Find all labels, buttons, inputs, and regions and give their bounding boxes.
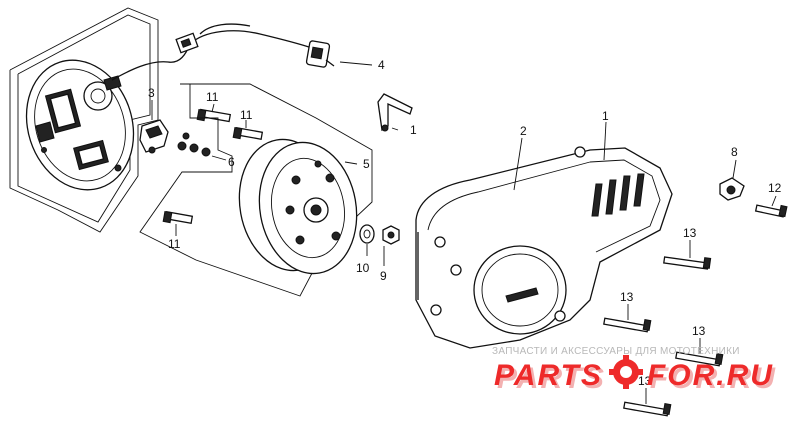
bolt-13-b	[603, 317, 652, 333]
washer	[359, 224, 375, 244]
callout-13-a: 13	[683, 226, 697, 240]
callout-3: 3	[148, 86, 155, 100]
callout-1-cover: 1	[602, 109, 609, 123]
callout-8: 8	[731, 145, 738, 159]
callout-4: 4	[378, 58, 385, 72]
pulser-coil	[139, 119, 169, 154]
stator-assembly	[25, 59, 135, 191]
screw-set	[177, 132, 211, 157]
callout-13-b: 13	[620, 290, 634, 304]
watermark: ЗАПЧАСТИ И АКСЕССУАРЫ ДЛЯ МОТОТЕХНИКИ PA…	[492, 346, 777, 395]
bolt-13-c	[675, 351, 724, 367]
cable-grommet	[719, 177, 745, 201]
callout-13-d: 13	[638, 374, 652, 388]
callout-9: 9	[380, 269, 387, 283]
callout-11-bottom: 11	[168, 237, 181, 251]
callout-11-top-right: 11	[240, 108, 253, 122]
callout-2: 2	[520, 124, 527, 138]
callout-1-upper: 1	[410, 123, 417, 137]
flywheel-nut	[382, 225, 400, 245]
watermark-caption: ЗАПЧАСТИ И АКСЕССУАРЫ ДЛЯ МОТОТЕХНИКИ	[492, 346, 740, 357]
callout-10: 10	[356, 261, 370, 275]
callout-6: 6	[228, 155, 235, 169]
bolt-13-d	[623, 401, 672, 417]
flywheel-rotor	[238, 138, 358, 275]
bolt-11-a	[196, 108, 232, 123]
bolt-12	[754, 204, 788, 218]
callout-labels: 1 1 2 3 4 5 6 8 9 10 11 11 11 12 13 13 1…	[148, 58, 782, 388]
leader-lines	[151, 61, 777, 404]
wiring-harness	[111, 23, 335, 81]
callout-11-top-left: 11	[206, 90, 219, 104]
bolt-11-b	[232, 126, 264, 140]
callout-5: 5	[363, 157, 370, 171]
callout-12: 12	[768, 181, 782, 195]
callout-13-c: 13	[692, 324, 706, 338]
flywheel-group-outline	[139, 83, 373, 297]
bolt-13-a	[663, 256, 712, 270]
wire-clip	[377, 93, 413, 132]
watermark-gear-icon	[609, 355, 643, 389]
bolt-11-c	[162, 210, 194, 224]
crankcase-cover	[415, 146, 673, 349]
